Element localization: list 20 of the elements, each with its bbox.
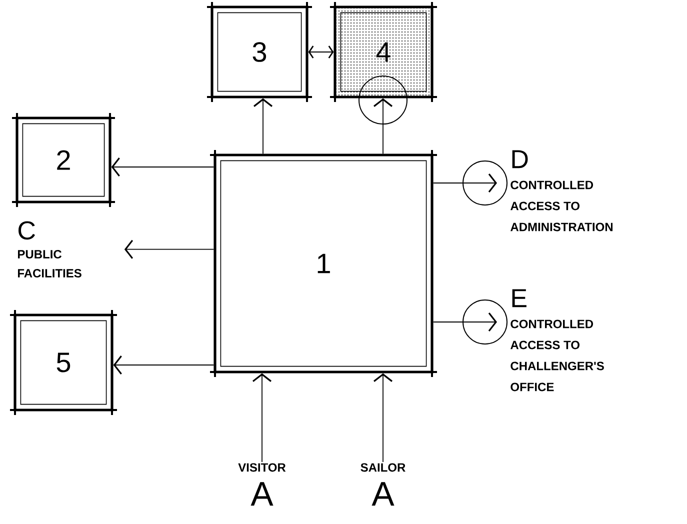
arrow: [432, 312, 497, 332]
arrow: [358, 76, 408, 154]
room-box: 1: [210, 150, 437, 377]
entry-label: SAILOR A: [360, 463, 406, 506]
arrow: [113, 356, 214, 374]
room-box: 5: [10, 310, 117, 415]
access-label: E CONTROLLED ACCESS TO CHALLENGER'S OFFICE: [510, 289, 604, 392]
arrow: [111, 158, 214, 176]
arrow: [308, 46, 334, 58]
arrow: [254, 98, 272, 154]
shaded-room-box: 4: [330, 2, 437, 102]
room-box: 2: [12, 113, 115, 207]
access-label: D CONTROLLED ACCESS TO ADMINISTRATION: [510, 150, 612, 232]
arrow: [252, 373, 272, 462]
room-box: 3: [207, 2, 312, 102]
arrow: [124, 240, 214, 259]
arrow: [432, 174, 497, 192]
entry-label: VISITOR A: [238, 463, 286, 506]
area-label: C PUBLIC FACILITIES: [18, 221, 82, 278]
arrow: [374, 373, 392, 462]
